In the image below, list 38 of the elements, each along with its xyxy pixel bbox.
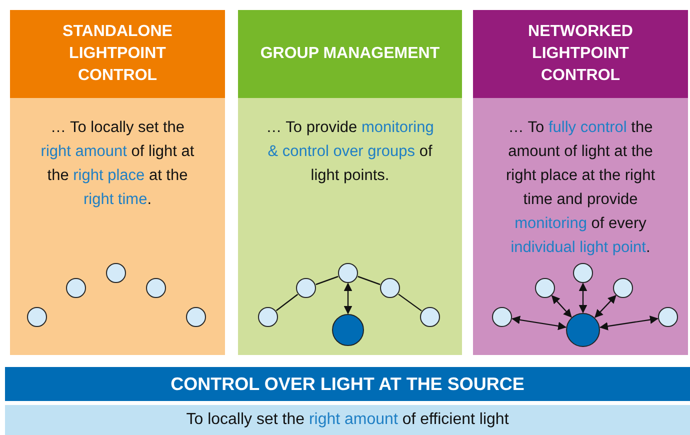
title-banner: CONTROL OVER LIGHT AT THE SOURCE xyxy=(5,367,690,401)
double-arrow xyxy=(551,295,572,318)
light-point-node xyxy=(146,278,166,298)
double-arrow xyxy=(578,282,588,314)
light-point-node xyxy=(66,278,86,298)
light-point-node xyxy=(420,307,440,327)
panel-text: … To provide monitoring & control over groups of light points. xyxy=(265,118,435,186)
light-point-node xyxy=(296,278,316,298)
light-point-node xyxy=(338,263,358,283)
panel-heading: NETWORKED LIGHTPOINT CONTROL xyxy=(473,10,688,98)
connector-line xyxy=(276,294,298,312)
light-point-node xyxy=(535,278,555,298)
light-point-node xyxy=(613,278,633,298)
panel-text: … To fully control the amount of light at the right place at the right time and provide monitoring of every individual light point. xyxy=(504,118,656,258)
connector-line xyxy=(398,294,422,312)
double-arrow xyxy=(599,316,658,330)
summary-banner: To locally set the right amount of efficient light xyxy=(5,405,690,435)
light-point-node xyxy=(258,307,278,327)
light-point-node xyxy=(658,307,678,327)
light-point-node xyxy=(573,263,593,283)
panel-heading: STANDALONE LIGHTPOINT CONTROL xyxy=(10,10,225,98)
connector-line xyxy=(316,276,338,286)
info-panel xyxy=(10,10,225,355)
controller-node xyxy=(332,314,364,346)
light-point-node xyxy=(492,307,512,327)
panel-heading: GROUP MANAGEMENT xyxy=(238,10,462,98)
light-point-node xyxy=(106,263,126,283)
light-point-node xyxy=(186,307,206,327)
light-point-node xyxy=(380,278,400,298)
double-arrow xyxy=(344,282,352,314)
controller-node xyxy=(566,313,600,347)
light-point-node xyxy=(27,307,47,327)
double-arrow xyxy=(512,316,567,330)
panel-text: … To locally set the right amount of light at the right place at the right time. xyxy=(40,118,196,210)
double-arrow xyxy=(594,295,616,318)
info-panel xyxy=(238,10,462,355)
info-panel xyxy=(473,10,688,355)
connector-line xyxy=(358,276,380,286)
